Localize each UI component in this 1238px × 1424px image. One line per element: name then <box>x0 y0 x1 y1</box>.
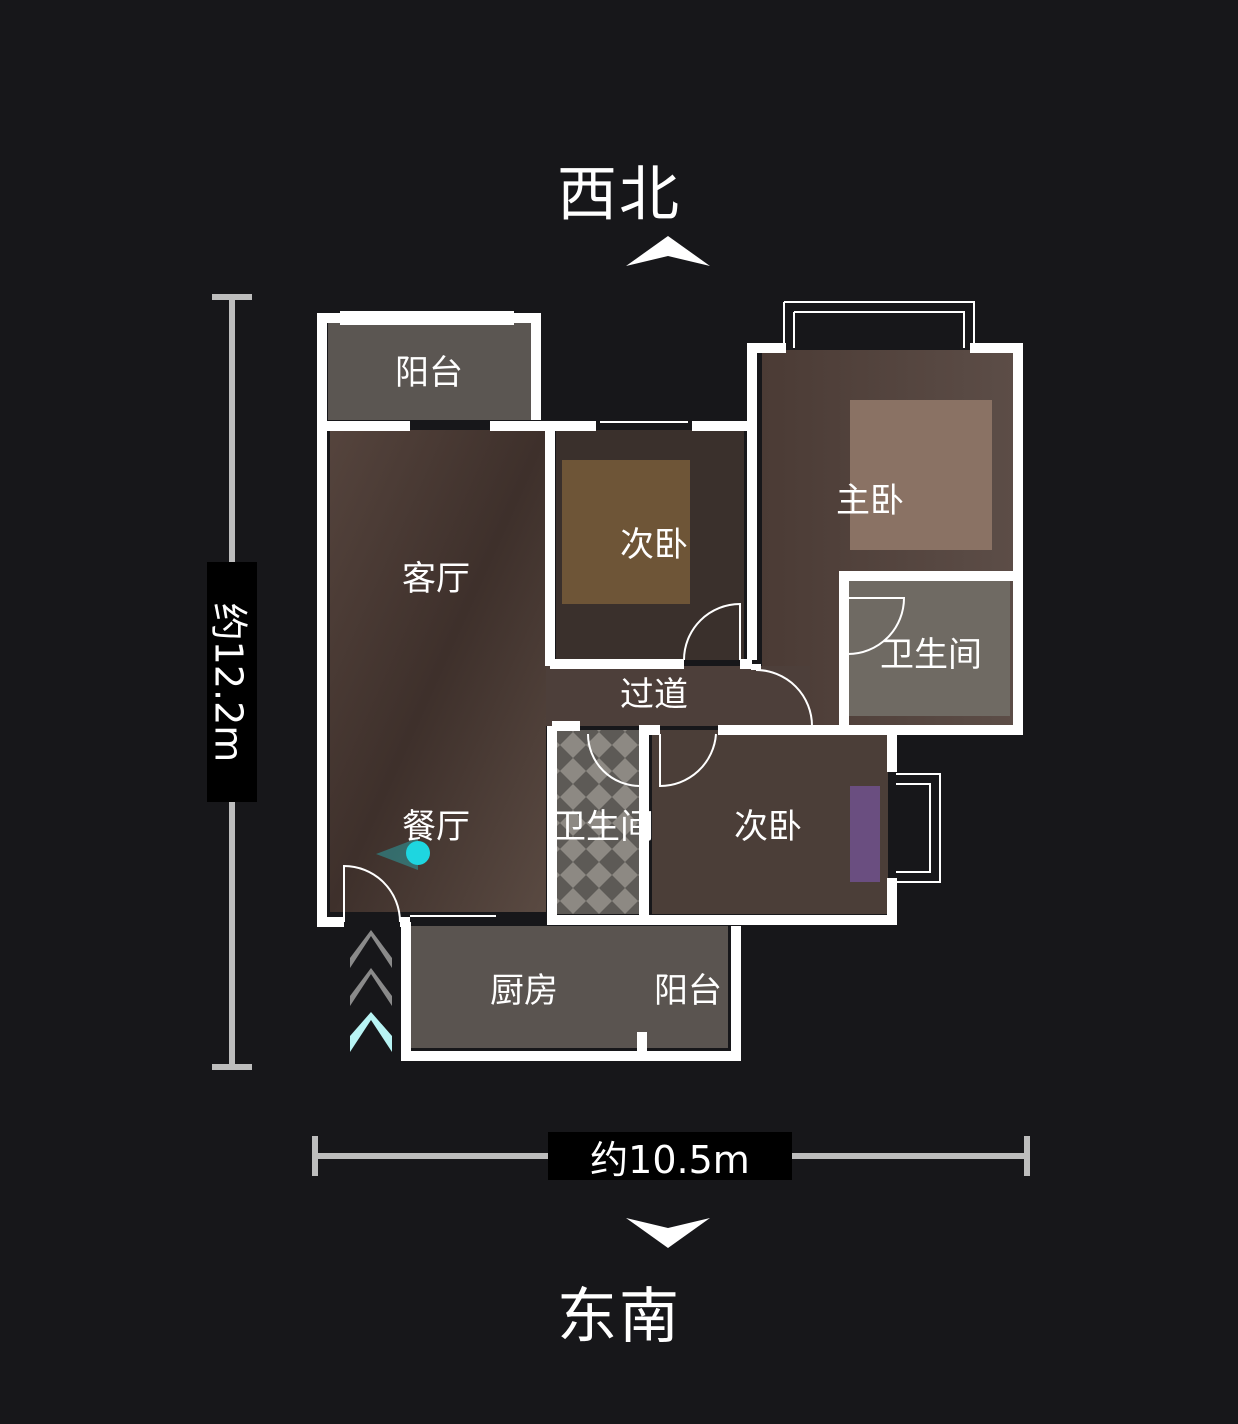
room-label-second-bedroom-top[interactable]: 次卧 <box>620 525 688 565</box>
width-dimension-cap-right <box>1024 1136 1030 1176</box>
second-bedroom-top-bed <box>562 460 690 604</box>
kitchen-balcony-floor <box>410 926 728 1048</box>
living-dining-floor <box>330 430 546 912</box>
chevron-up-icon[interactable] <box>622 232 714 270</box>
master-bedroom-bed <box>850 400 992 550</box>
windows <box>325 301 1021 1052</box>
balcony-top-floor <box>328 320 532 420</box>
room-label-bathroom-middle[interactable]: 卫生间 <box>552 807 654 847</box>
chevron-down-icon[interactable] <box>622 1214 714 1252</box>
room-label-balcony-top[interactable]: 阳台 <box>395 353 463 393</box>
second-bedroom-bottom-wardrobe <box>850 786 880 882</box>
height-dimension-cap-top <box>212 294 252 300</box>
room-label-master-bedroom[interactable]: 主卧 <box>836 481 904 521</box>
room-label-second-bedroom-bottom[interactable]: 次卧 <box>734 807 802 847</box>
bathroom-middle-floor <box>556 730 644 914</box>
width-dimension: 约10.5m <box>312 1132 1030 1182</box>
width-dimension-cap-left <box>312 1136 318 1176</box>
corridor-floor <box>546 666 810 726</box>
room-floors <box>328 320 1014 1048</box>
second-bedroom-bottom-floor <box>652 730 888 914</box>
height-dimension-label: 约12.2m <box>206 602 251 762</box>
height-dimension: 约12.2m <box>207 294 257 1070</box>
room-label-bathroom-right[interactable]: 卫生间 <box>880 635 982 675</box>
direction-bottom-label: 东南 <box>557 1282 681 1352</box>
room-label-dining-room[interactable]: 餐厅 <box>402 807 470 847</box>
floor-plan: 阳台 客厅 次卧 主卧 卫生间 过道 餐厅 卫生间 次卧 厨房 阳台 <box>317 301 1023 1061</box>
room-labels: 阳台 客厅 次卧 主卧 卫生间 过道 餐厅 卫生间 次卧 厨房 阳台 <box>395 353 982 1011</box>
width-dimension-label: 约10.5m <box>548 1132 792 1182</box>
location-dot-icon[interactable] <box>376 838 430 870</box>
height-dimension-cap-bottom <box>212 1064 252 1070</box>
room-label-living-room[interactable]: 客厅 <box>402 559 470 599</box>
walls <box>317 313 1023 1061</box>
room-label-kitchen[interactable]: 厨房 <box>490 971 558 1011</box>
room-label-balcony-bottom[interactable]: 阳台 <box>654 971 722 1011</box>
direction-top-label: 西北 <box>557 160 681 230</box>
room-label-corridor[interactable]: 过道 <box>620 675 688 715</box>
entry-arrows-icon[interactable] <box>346 928 396 1058</box>
doors <box>343 597 906 923</box>
height-dimension-box: 约12.2m <box>207 562 257 802</box>
